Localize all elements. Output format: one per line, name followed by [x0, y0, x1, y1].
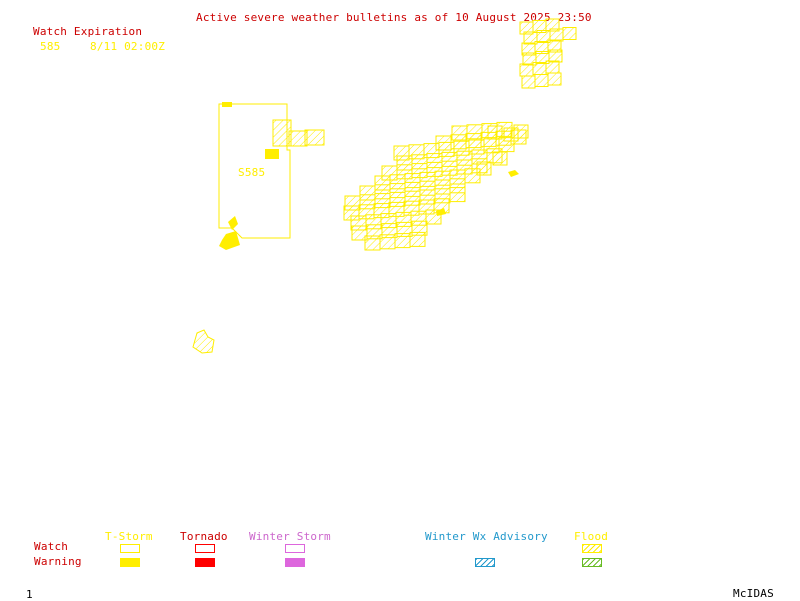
software-label: McIDAS [733, 587, 774, 600]
flood-county-cell [534, 74, 549, 87]
legend-label-tstorm: T-Storm [105, 530, 153, 543]
legend-label-flood: Flood [574, 530, 609, 543]
flood-county-cell [409, 231, 426, 247]
flood-county-cell [562, 27, 577, 40]
watch-box-marker [222, 102, 232, 107]
tstorm-warning-polygon[interactable] [436, 208, 446, 216]
legend-swatch-winter-storm-warning [285, 558, 305, 567]
tstorm-warning-polygon[interactable] [265, 149, 279, 159]
legend-row-warning: Warning [34, 555, 82, 568]
legend-swatch-winter-storm-watch [285, 544, 305, 553]
flood-warning-cluster[interactable] [343, 121, 529, 251]
flood-county-cell [394, 233, 411, 249]
flood-county-cell [487, 125, 503, 140]
flood-warning-cluster-ne[interactable] [519, 18, 577, 89]
flood-county-cell [545, 60, 560, 74]
frame-number: 1 [26, 588, 33, 601]
legend-label-winter-storm: Winter Storm [249, 530, 331, 543]
flood-county-cell [547, 72, 562, 86]
legend-label-winter-advisory: Winter Wx Advisory [425, 530, 548, 543]
flood-county-cell [464, 168, 481, 184]
flood-county-cell [492, 151, 508, 166]
watch-number: 585 [40, 40, 61, 53]
tstorm-warning-polygon[interactable] [508, 170, 519, 177]
watch-box-label: S585 [238, 166, 266, 179]
legend-swatch-tornado-watch [195, 544, 215, 553]
flood-county-cell [549, 28, 564, 42]
flood-county-cell [521, 75, 536, 89]
flood-county-cell [548, 49, 563, 63]
flood-warning-polygon[interactable] [192, 329, 215, 354]
legend-swatch-tstorm-warning [120, 558, 140, 567]
tstorm-warning-polygon[interactable] [219, 231, 240, 250]
legend-swatch-winter-advisory-warning [475, 558, 495, 567]
flood-county-cell [449, 187, 466, 203]
flood-county-cell [379, 234, 396, 250]
legend-swatch-tornado-warning [195, 558, 215, 567]
flood-county-cell [519, 63, 534, 77]
legend-swatch-tstorm-watch [120, 544, 140, 553]
bulletin-title: Active severe weather bulletins as of 10… [196, 11, 592, 24]
flood-county-cell [476, 161, 492, 176]
flood-warning-polygon[interactable] [288, 130, 308, 147]
flood-warning-polygon[interactable] [272, 119, 292, 147]
flood-county-cell [532, 62, 547, 75]
legend-swatch-flood-warning [582, 558, 602, 567]
watch-expiration-label: Watch Expiration [33, 25, 143, 38]
tstorm-warning-polygon[interactable] [228, 216, 238, 230]
legend-swatch-flood-watch [582, 544, 602, 553]
watch-expiration-time: 8/11 02:00Z [90, 40, 166, 53]
legend-row-watch: Watch [34, 540, 69, 553]
flood-county-cell [513, 124, 529, 139]
flood-county-cell [364, 235, 381, 251]
legend-label-tornado: Tornado [180, 530, 228, 543]
flood-warning-polygon[interactable] [304, 129, 325, 146]
